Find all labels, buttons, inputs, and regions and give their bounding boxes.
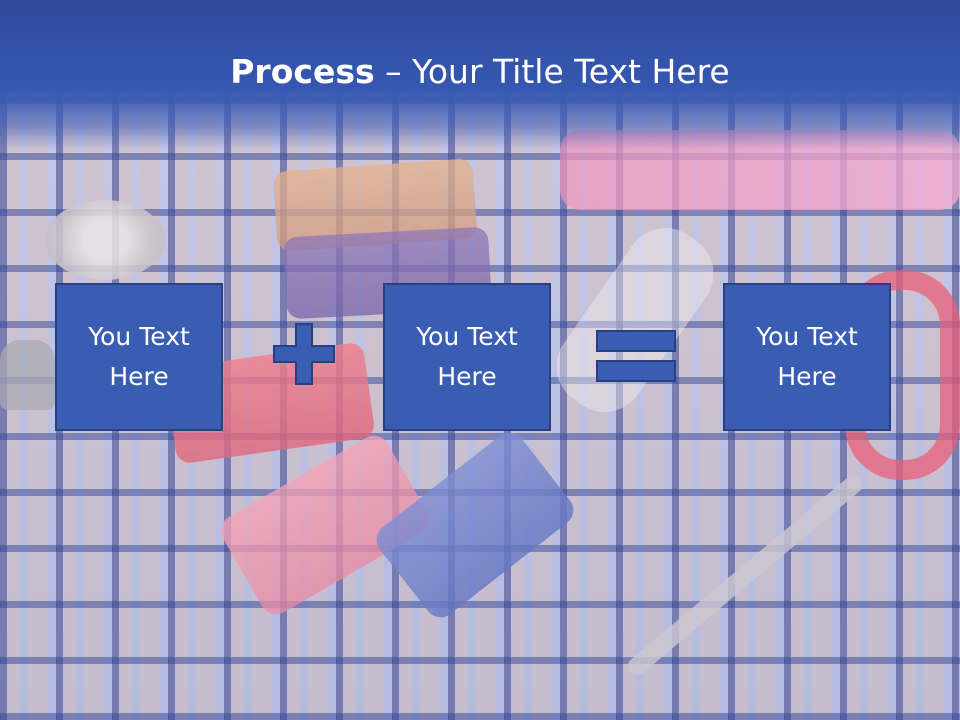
thimble-image: [0, 340, 55, 410]
title-bar: [0, 0, 960, 150]
process-box-1-text: You Text Here: [88, 322, 190, 391]
process-box-3-text: You Text Here: [756, 322, 858, 391]
plus-icon: [273, 323, 335, 385]
title-rest: – Your Title Text Here: [374, 52, 730, 91]
measuring-tape-image: [540, 212, 730, 428]
blue-spool-image: [370, 426, 580, 624]
process-box-1[interactable]: You Text Here: [55, 283, 223, 431]
scissors-blade-image: [624, 472, 866, 679]
title-bold-part: Process: [230, 52, 375, 91]
equals-icon: [596, 330, 676, 382]
process-box-2-text: You Text Here: [416, 322, 518, 391]
bobbin-image: [45, 200, 165, 280]
process-box-3[interactable]: You Text Here: [723, 283, 891, 431]
process-box-2[interactable]: You Text Here: [383, 283, 551, 431]
slide-title[interactable]: Process – Your Title Text Here: [0, 52, 960, 91]
